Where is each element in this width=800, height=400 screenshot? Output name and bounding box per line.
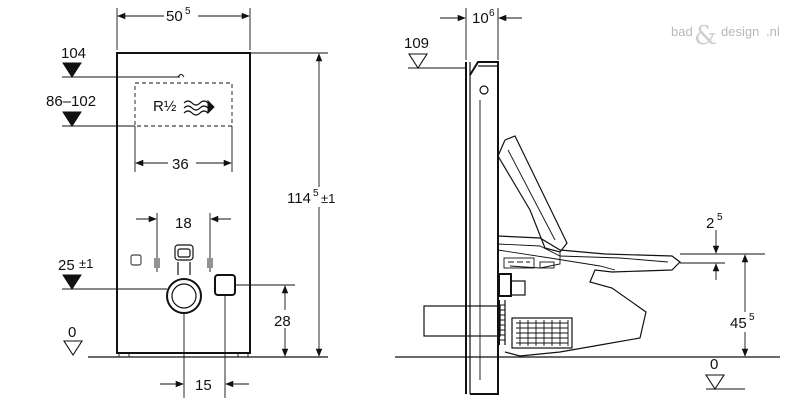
- bowl-outline: [497, 235, 681, 357]
- seat-height-value: 45: [730, 315, 747, 332]
- watermark-ampersand: &: [694, 21, 717, 51]
- drain-outlet-ring-inner: [171, 283, 197, 309]
- height-114-tol: ±1: [321, 191, 335, 206]
- watermark-part1: bad: [671, 24, 693, 39]
- lid-outline: [497, 139, 546, 249]
- supply-width-value: 36: [172, 156, 189, 173]
- level-25-marker: [62, 274, 82, 290]
- spacing-18-value: 18: [175, 215, 192, 232]
- level-104-label: 104: [61, 45, 86, 62]
- height-114-sup: 5: [313, 188, 319, 199]
- side-depth-sup: 6: [489, 8, 495, 19]
- gap-sup: 5: [717, 212, 723, 223]
- seat-hinge-detail: [503, 257, 535, 269]
- small-connector-left: [130, 254, 142, 266]
- flush-connector: [498, 273, 512, 297]
- level-0-marker: [62, 340, 84, 357]
- drain-fitting-top: [174, 244, 194, 261]
- valve-left-icon: [154, 258, 160, 268]
- drain-pipe: [423, 305, 501, 337]
- front-foot-left: [118, 352, 130, 358]
- supply-label: R½: [153, 98, 177, 115]
- level-25-tol: ±1: [79, 256, 93, 271]
- valve-right-icon: [207, 258, 213, 268]
- flush-connector-clip: [510, 280, 526, 296]
- internal-unit: [511, 317, 573, 349]
- watermark-part2: design: [721, 24, 759, 39]
- height-114-value: 114: [287, 190, 311, 207]
- level-104-marker: [62, 62, 82, 78]
- offset-15-value: 15: [195, 377, 212, 394]
- front-width-sup: 5: [185, 6, 191, 17]
- front-width-value: 50: [166, 8, 183, 25]
- level-25-label: 25: [58, 257, 75, 274]
- level-86-102-marker: [62, 111, 82, 127]
- front-foot-right: [237, 352, 249, 358]
- side-view: 10 6 109 2 5: [395, 8, 780, 395]
- gap-value: 2: [706, 215, 714, 232]
- level-86-102-label: 86–102: [46, 93, 96, 110]
- side-level-0-marker: [704, 374, 726, 391]
- watermark-tld: .nl: [766, 24, 780, 39]
- watermark-logo: bad & design .nl: [671, 21, 780, 51]
- flush-connector-box: [214, 274, 236, 296]
- seat-height-sup: 5: [749, 312, 755, 323]
- supply-zone-box: [134, 82, 233, 127]
- side-depth-value: 10: [472, 10, 489, 27]
- side-sensor-icon: [479, 85, 489, 95]
- front-view: 50 5 104 86–102 R½ 36 18: [46, 6, 356, 398]
- level-0-label: 0: [68, 324, 76, 341]
- level-109-marker: [407, 53, 429, 70]
- level-109-label: 109: [404, 35, 429, 52]
- side-module-profile: [469, 61, 499, 395]
- side-level-0-label: 0: [710, 356, 718, 373]
- flow-arrow-icon: [207, 99, 215, 115]
- height-28-value: 28: [274, 313, 291, 330]
